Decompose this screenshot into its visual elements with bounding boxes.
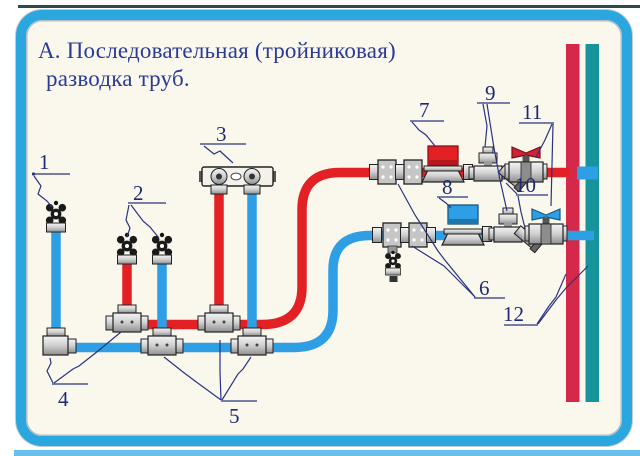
drain-valve: [384, 245, 402, 282]
hot-check-valve: [468, 146, 508, 182]
shutoff-valve-2-cold: [151, 232, 173, 265]
cold-water-meter: [441, 204, 485, 246]
callout-11-lines: [519, 122, 554, 207]
callout-12-lines: [504, 265, 589, 326]
callout-1-lines: [31, 172, 70, 208]
callout-3-label: 3: [216, 122, 227, 146]
callout-10-lines: [505, 182, 548, 229]
cold-ball-valve: [524, 208, 568, 245]
shutoff-valve-1: [45, 200, 67, 233]
diagram-frame: [16, 10, 632, 446]
callout-leader-lines: [31, 102, 589, 402]
callout-9-label: 9: [485, 81, 496, 105]
hot-water-meter: [421, 145, 465, 183]
callout-7-lines: [410, 120, 444, 147]
hot-water-riser: [566, 44, 580, 402]
cold-tee-fitting-2: [230, 327, 274, 356]
shutoff-valve-2-hot: [116, 232, 138, 265]
cold-tee-fitting-1: [140, 327, 184, 356]
bottom-rule-bar: [14, 450, 640, 456]
callout-12-label: 12: [503, 302, 524, 326]
callout-9-lines: [477, 102, 510, 212]
cold-line-tee-union: [372, 222, 436, 248]
callout-4-lines: [46, 331, 122, 385]
callout-11-label: 11: [522, 100, 542, 124]
callout-2-lines: [125, 202, 166, 239]
callout-10-label: 10: [515, 173, 536, 197]
callout-7-label: 7: [419, 98, 430, 122]
callout-1-label: 1: [39, 150, 50, 174]
hot-start-fitting: [105, 304, 149, 333]
top-rule-line: [18, 5, 640, 8]
riser-tap-patch: [577, 166, 598, 180]
callout-5-label: 5: [229, 404, 240, 428]
callout-2-label: 2: [133, 181, 144, 205]
callout-6-lines: [397, 183, 505, 299]
callout-8-label: 8: [442, 175, 453, 199]
callout-5-lines: [163, 340, 257, 402]
diagram-title-line1: А. Последовательная (тройниковая): [38, 38, 396, 63]
callout-numbers: 1 2 3 4 5 6 7 8 9 10 11 12: [39, 81, 542, 428]
callout-3-lines: [200, 143, 246, 164]
diagram-title-line2: разводка труб.: [46, 66, 190, 91]
cold-elbow-fitting: [42, 327, 77, 356]
hot-line-tee-union: [369, 159, 423, 185]
hot-ball-valve: [504, 146, 548, 183]
wall-plate-manifold: [199, 166, 276, 195]
callout-6-label: 6: [479, 276, 490, 300]
callout-4-label: 4: [58, 387, 69, 411]
cold-water-riser: [585, 44, 599, 402]
cold-pipe-run: [50, 166, 598, 353]
hot-tee-fitting: [197, 304, 241, 333]
callout-8-lines: [437, 196, 468, 209]
